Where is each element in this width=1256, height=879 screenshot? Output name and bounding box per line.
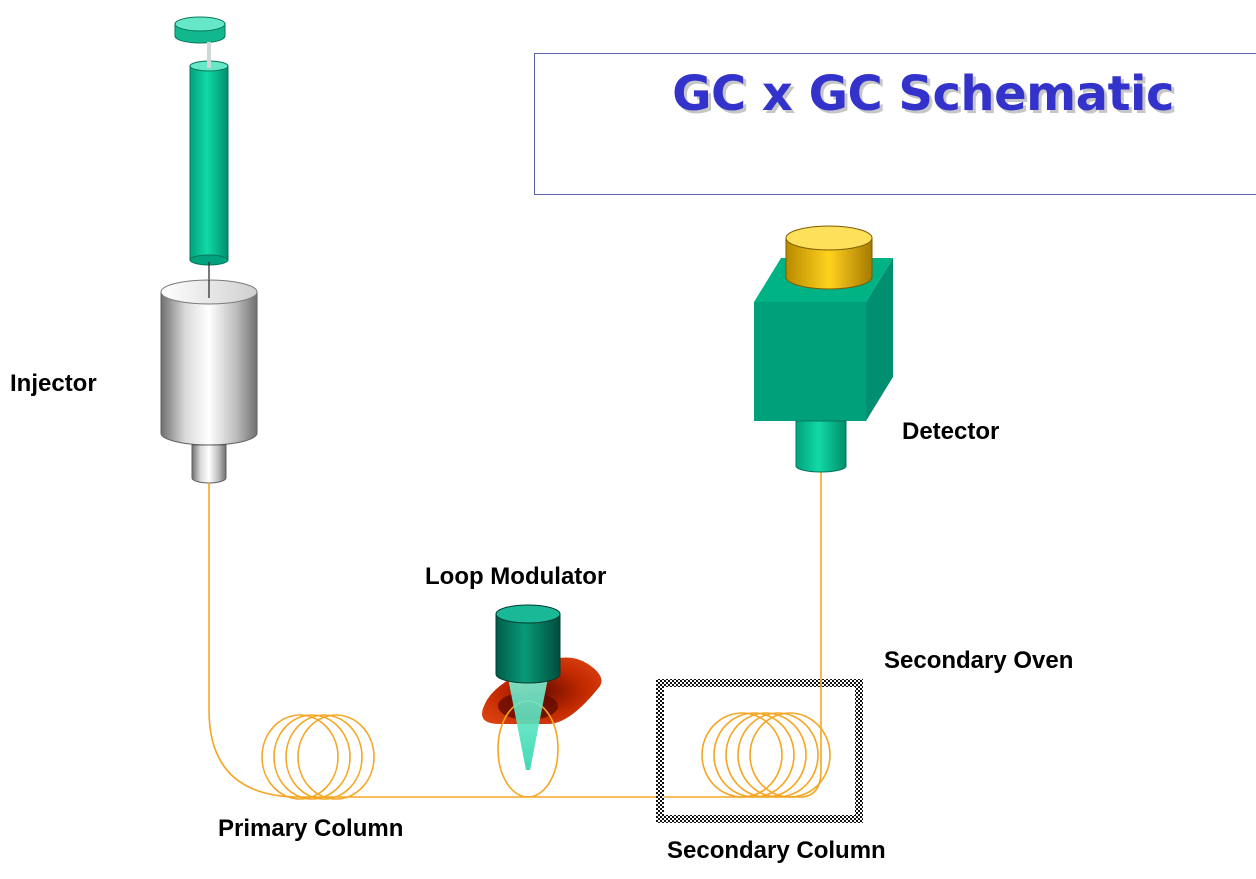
detector-unit: [754, 225, 893, 473]
loop-modulator: [482, 604, 602, 798]
injector-nozzle: [191, 444, 227, 484]
modulator-cold-jet: [508, 678, 548, 770]
loop-modulator-label: Loop Modulator: [425, 563, 607, 590]
detector-nozzle: [795, 420, 847, 473]
secondary-column-label: Secondary Column: [667, 837, 886, 864]
diagram-title: GC x GC Schematic: [672, 66, 1174, 122]
primary-column-label: Primary Column: [218, 815, 404, 842]
injector-body: [160, 291, 258, 446]
syringe-plunger-rod: [207, 42, 211, 66]
transfer-line-tubing: [799, 470, 822, 798]
syringe: [174, 16, 229, 300]
title-box: [534, 53, 1256, 195]
detector-label: Detector: [902, 418, 1000, 445]
secondary-oven: [656, 679, 863, 823]
modulator-head: [495, 613, 561, 684]
detector-cap: [785, 237, 873, 290]
primary-column-coil: [261, 714, 375, 800]
detector-body-side: [866, 258, 893, 421]
injector-label: Injector: [10, 370, 97, 397]
detector-body-front: [754, 302, 866, 421]
injector-unit: [160, 279, 258, 484]
secondary-column-coil: [701, 712, 831, 798]
syringe-barrel: [189, 65, 229, 261]
secondary-oven-label: Secondary Oven: [884, 647, 1074, 674]
